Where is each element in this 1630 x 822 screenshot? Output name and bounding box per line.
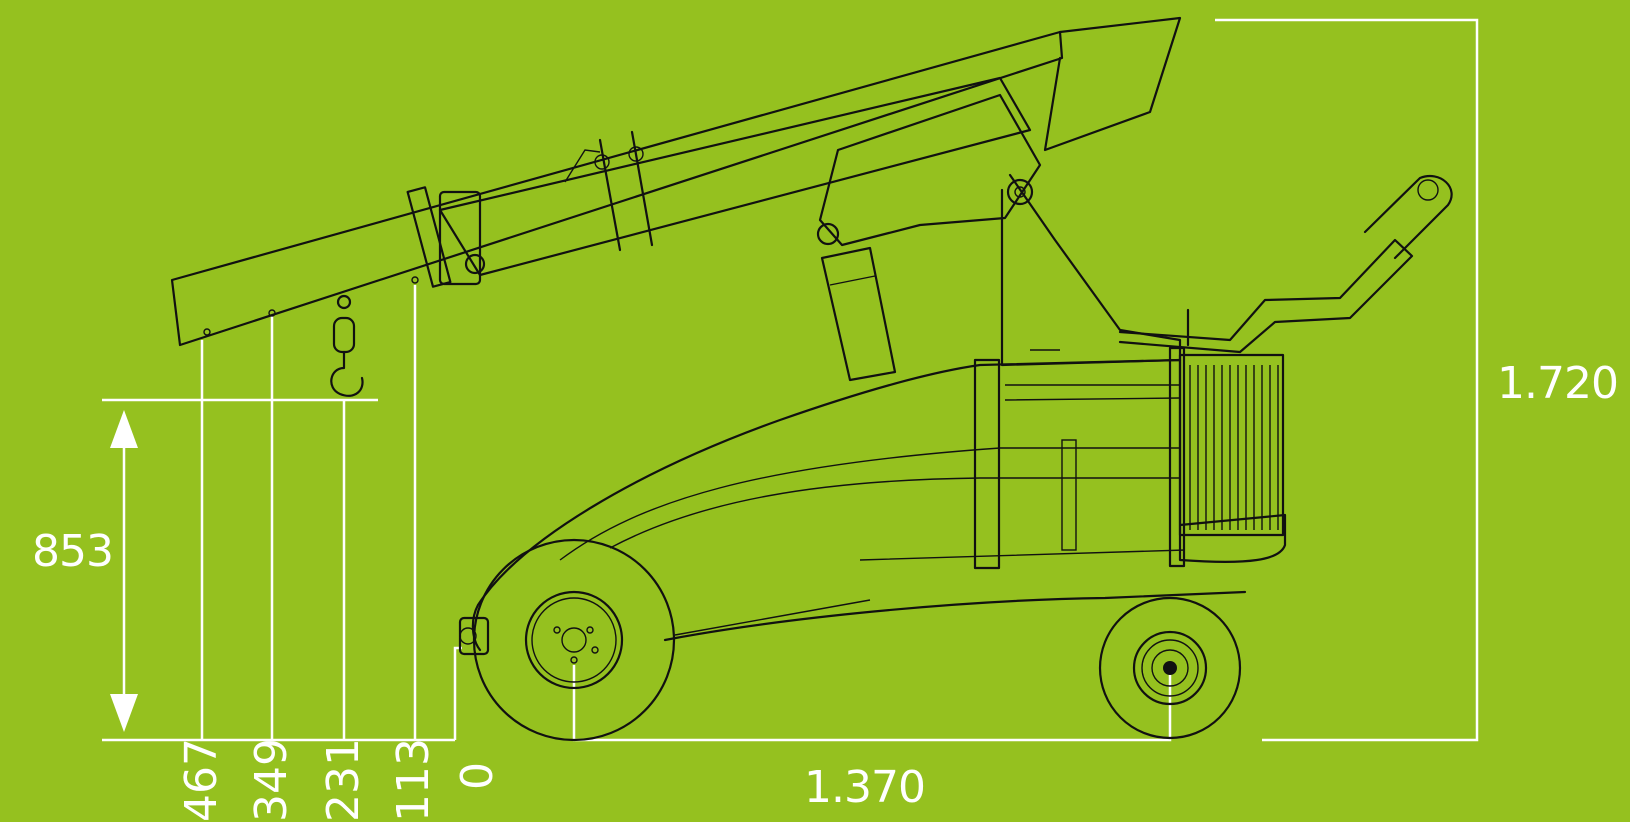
crane-boom bbox=[170, 16, 1182, 382]
height-dimension-bracket bbox=[1215, 18, 1479, 742]
boom-hole-467 bbox=[203, 328, 211, 336]
front-wheel bbox=[472, 538, 676, 742]
boom-inner-section bbox=[438, 76, 1032, 277]
boom-hole-113 bbox=[411, 276, 419, 284]
mid-post bbox=[1061, 439, 1077, 551]
boom-hole-349 bbox=[268, 309, 276, 317]
mast-column bbox=[1000, 173, 1182, 367]
hydraulic-cylinder bbox=[820, 246, 897, 382]
strap-pin-2 bbox=[628, 146, 644, 162]
boom-pivot-bolt bbox=[464, 253, 486, 275]
chassis-hood bbox=[471, 358, 1287, 652]
battery-box bbox=[1178, 353, 1285, 537]
wheelbase-dimension-line bbox=[572, 665, 1172, 742]
chassis-stripe bbox=[674, 549, 1186, 636]
hook-icon bbox=[330, 294, 364, 397]
hood-swoosh-lower bbox=[609, 477, 1180, 549]
boom-tip-head bbox=[1043, 16, 1182, 152]
boom-clamp-block bbox=[438, 190, 482, 286]
strap-lever bbox=[564, 149, 601, 183]
boom-position-label-349: 349 bbox=[246, 738, 297, 822]
height-total-label: 1.720 bbox=[1497, 358, 1619, 409]
mount-pivot-large bbox=[1006, 178, 1034, 206]
hook-height-label: 853 bbox=[32, 526, 114, 577]
boom-collar bbox=[406, 186, 452, 288]
boom-outer-section bbox=[170, 30, 1064, 347]
chassis-underside bbox=[663, 590, 1247, 642]
arrow-up-icon bbox=[110, 410, 138, 448]
mount-pivot-small bbox=[816, 222, 840, 246]
tiller-arm bbox=[1118, 238, 1414, 354]
boom-mount-plate bbox=[818, 93, 1042, 247]
boom-position-line-0 bbox=[453, 646, 462, 740]
mount-pivot-large-inner bbox=[1014, 186, 1026, 198]
strap-pin-1 bbox=[594, 154, 610, 170]
battery-grille bbox=[1189, 365, 1279, 530]
boom-strap-2 bbox=[630, 130, 654, 247]
cylinder-band bbox=[829, 275, 876, 286]
tiller-knob bbox=[1417, 179, 1439, 201]
rear-wheel bbox=[1098, 596, 1242, 740]
arrow-down-icon bbox=[110, 694, 138, 732]
tiller-head bbox=[1363, 175, 1453, 260]
boom-position-label-467: 467 bbox=[176, 738, 227, 822]
hood-swoosh-upper bbox=[559, 447, 1180, 561]
rear-post bbox=[1168, 346, 1186, 568]
wheelbase-label: 1.370 bbox=[804, 762, 926, 813]
boom-position-label-231: 231 bbox=[318, 738, 369, 822]
front-post bbox=[973, 358, 1001, 570]
boom-position-label-113: 113 bbox=[388, 738, 439, 822]
dimension-lines bbox=[102, 18, 1479, 742]
boom-position-label-0: 0 bbox=[452, 762, 503, 790]
tow-bracket bbox=[458, 616, 490, 656]
mast-inner-lines bbox=[1004, 349, 1181, 401]
